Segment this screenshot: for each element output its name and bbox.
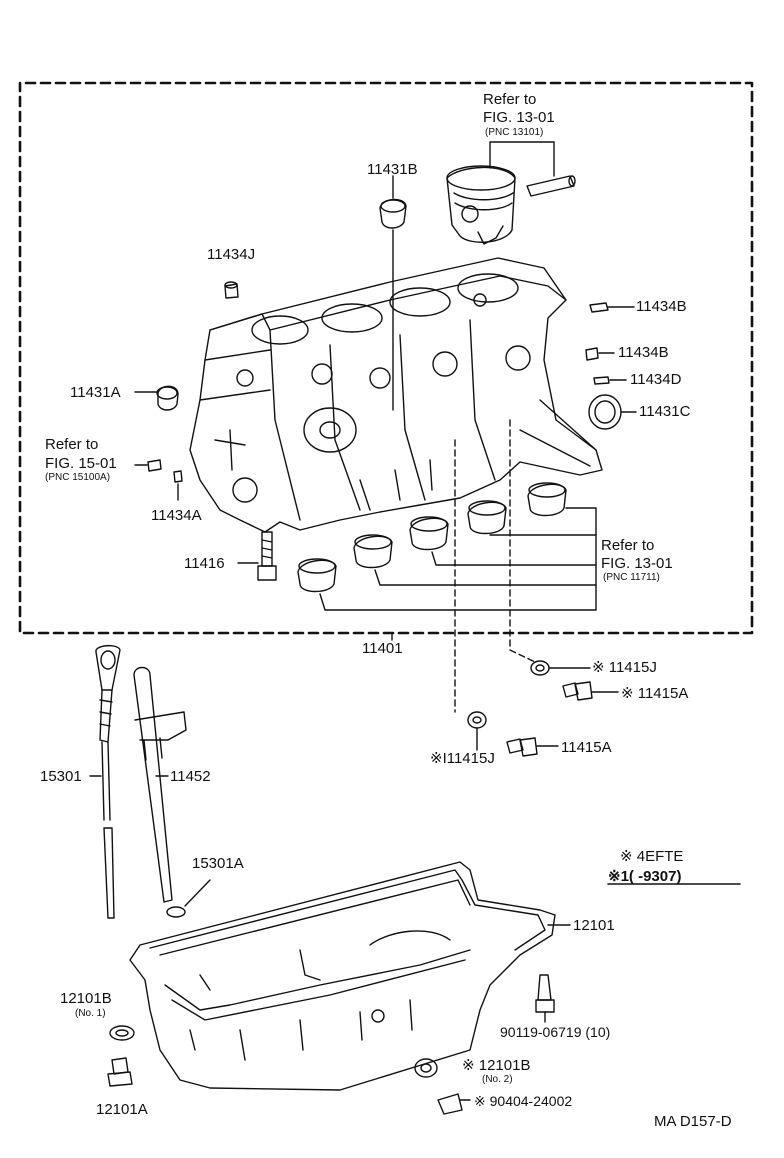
refer-b-line2: FIG. 15-01	[45, 455, 117, 472]
refer-c-line2: FIG. 13-01	[601, 555, 673, 572]
washer-bolt-left	[467, 711, 559, 757]
bushing-11431a	[134, 385, 179, 411]
label-12101a: 12101A	[96, 1101, 148, 1118]
stud-90119	[535, 974, 555, 1023]
seal-11431c	[588, 394, 637, 430]
diagram-code: MA D157-D	[654, 1113, 732, 1130]
label-11431b: 11431B	[367, 161, 418, 178]
gasket-12101b-no2	[414, 1058, 438, 1078]
label-11434d: 11434D	[630, 371, 682, 388]
note-4efte: ※ 4EFTE	[620, 848, 684, 865]
dashed-frame	[18, 81, 754, 635]
refer-b-line1: Refer to	[45, 436, 99, 453]
drain-plug-12101a	[107, 1057, 133, 1087]
label-11415j-left: ※I11415J	[430, 750, 495, 767]
label-12101b-no2-line1: ※ 12101B	[462, 1057, 531, 1074]
bushing-11431b	[379, 175, 407, 411]
bearings	[297, 482, 597, 611]
refer-c-line1: Refer to	[601, 537, 655, 554]
oil-pan	[129, 861, 571, 1091]
label-11415j-right: ※ 11415J	[592, 659, 657, 676]
label-11415a-right: ※ 11415A	[621, 685, 689, 702]
label-12101b-no1-line1: 12101B	[60, 990, 112, 1007]
note-date-range: ※1( -9307)	[608, 868, 682, 885]
refer-b-line3: (PNC 15100A)	[45, 472, 111, 483]
bolt-leaders	[454, 419, 536, 713]
refer-c-line3: (PNC 11711)	[603, 572, 660, 583]
pin-11434a	[173, 470, 183, 501]
label-15301a: 15301A	[192, 855, 244, 872]
label-11431c: 11431C	[639, 403, 691, 420]
plug-11434b	[585, 347, 615, 361]
label-11431a: 11431A	[70, 384, 121, 401]
label-11452: 11452	[170, 768, 211, 785]
gasket-12101b-no1	[109, 1025, 135, 1041]
dipstick-15301	[89, 645, 121, 919]
plug-11434j	[224, 281, 239, 299]
label-11434b-top: 11434B	[636, 298, 687, 315]
washer-bolt-right	[530, 660, 619, 701]
label-12101b-no1-line2: (No. 1)	[75, 1008, 106, 1019]
cylinder-block	[189, 257, 603, 533]
guide-11452	[133, 666, 187, 903]
plug-fig15	[134, 459, 162, 472]
plug-90404	[437, 1093, 471, 1115]
label-90119: 90119-06719 (10)	[500, 1024, 611, 1040]
label-11416: 11416	[184, 555, 225, 572]
label-11401: 11401	[362, 640, 403, 657]
plug-11434d	[593, 376, 627, 385]
refer-a-line3: (PNC 13101)	[485, 127, 544, 138]
label-90404: ※ 90404-24002	[474, 1093, 573, 1109]
label-11434b: 11434B	[618, 344, 669, 361]
ring-15301a	[166, 879, 211, 918]
label-12101b-no2-line2: (No. 2)	[482, 1074, 513, 1085]
label-11415a-left: 11415A	[561, 739, 612, 756]
label-15301: 15301	[40, 768, 82, 785]
label-11434a: 11434A	[151, 507, 202, 524]
refer-a-line2: FIG. 13-01	[483, 109, 555, 126]
piston-drawing	[446, 141, 576, 245]
stud-11416	[237, 531, 277, 581]
label-11434j: 11434J	[207, 246, 256, 263]
plug-11434b-top	[589, 302, 635, 313]
label-12101: 12101	[573, 917, 615, 934]
refer-a-line1: Refer to	[483, 91, 537, 108]
